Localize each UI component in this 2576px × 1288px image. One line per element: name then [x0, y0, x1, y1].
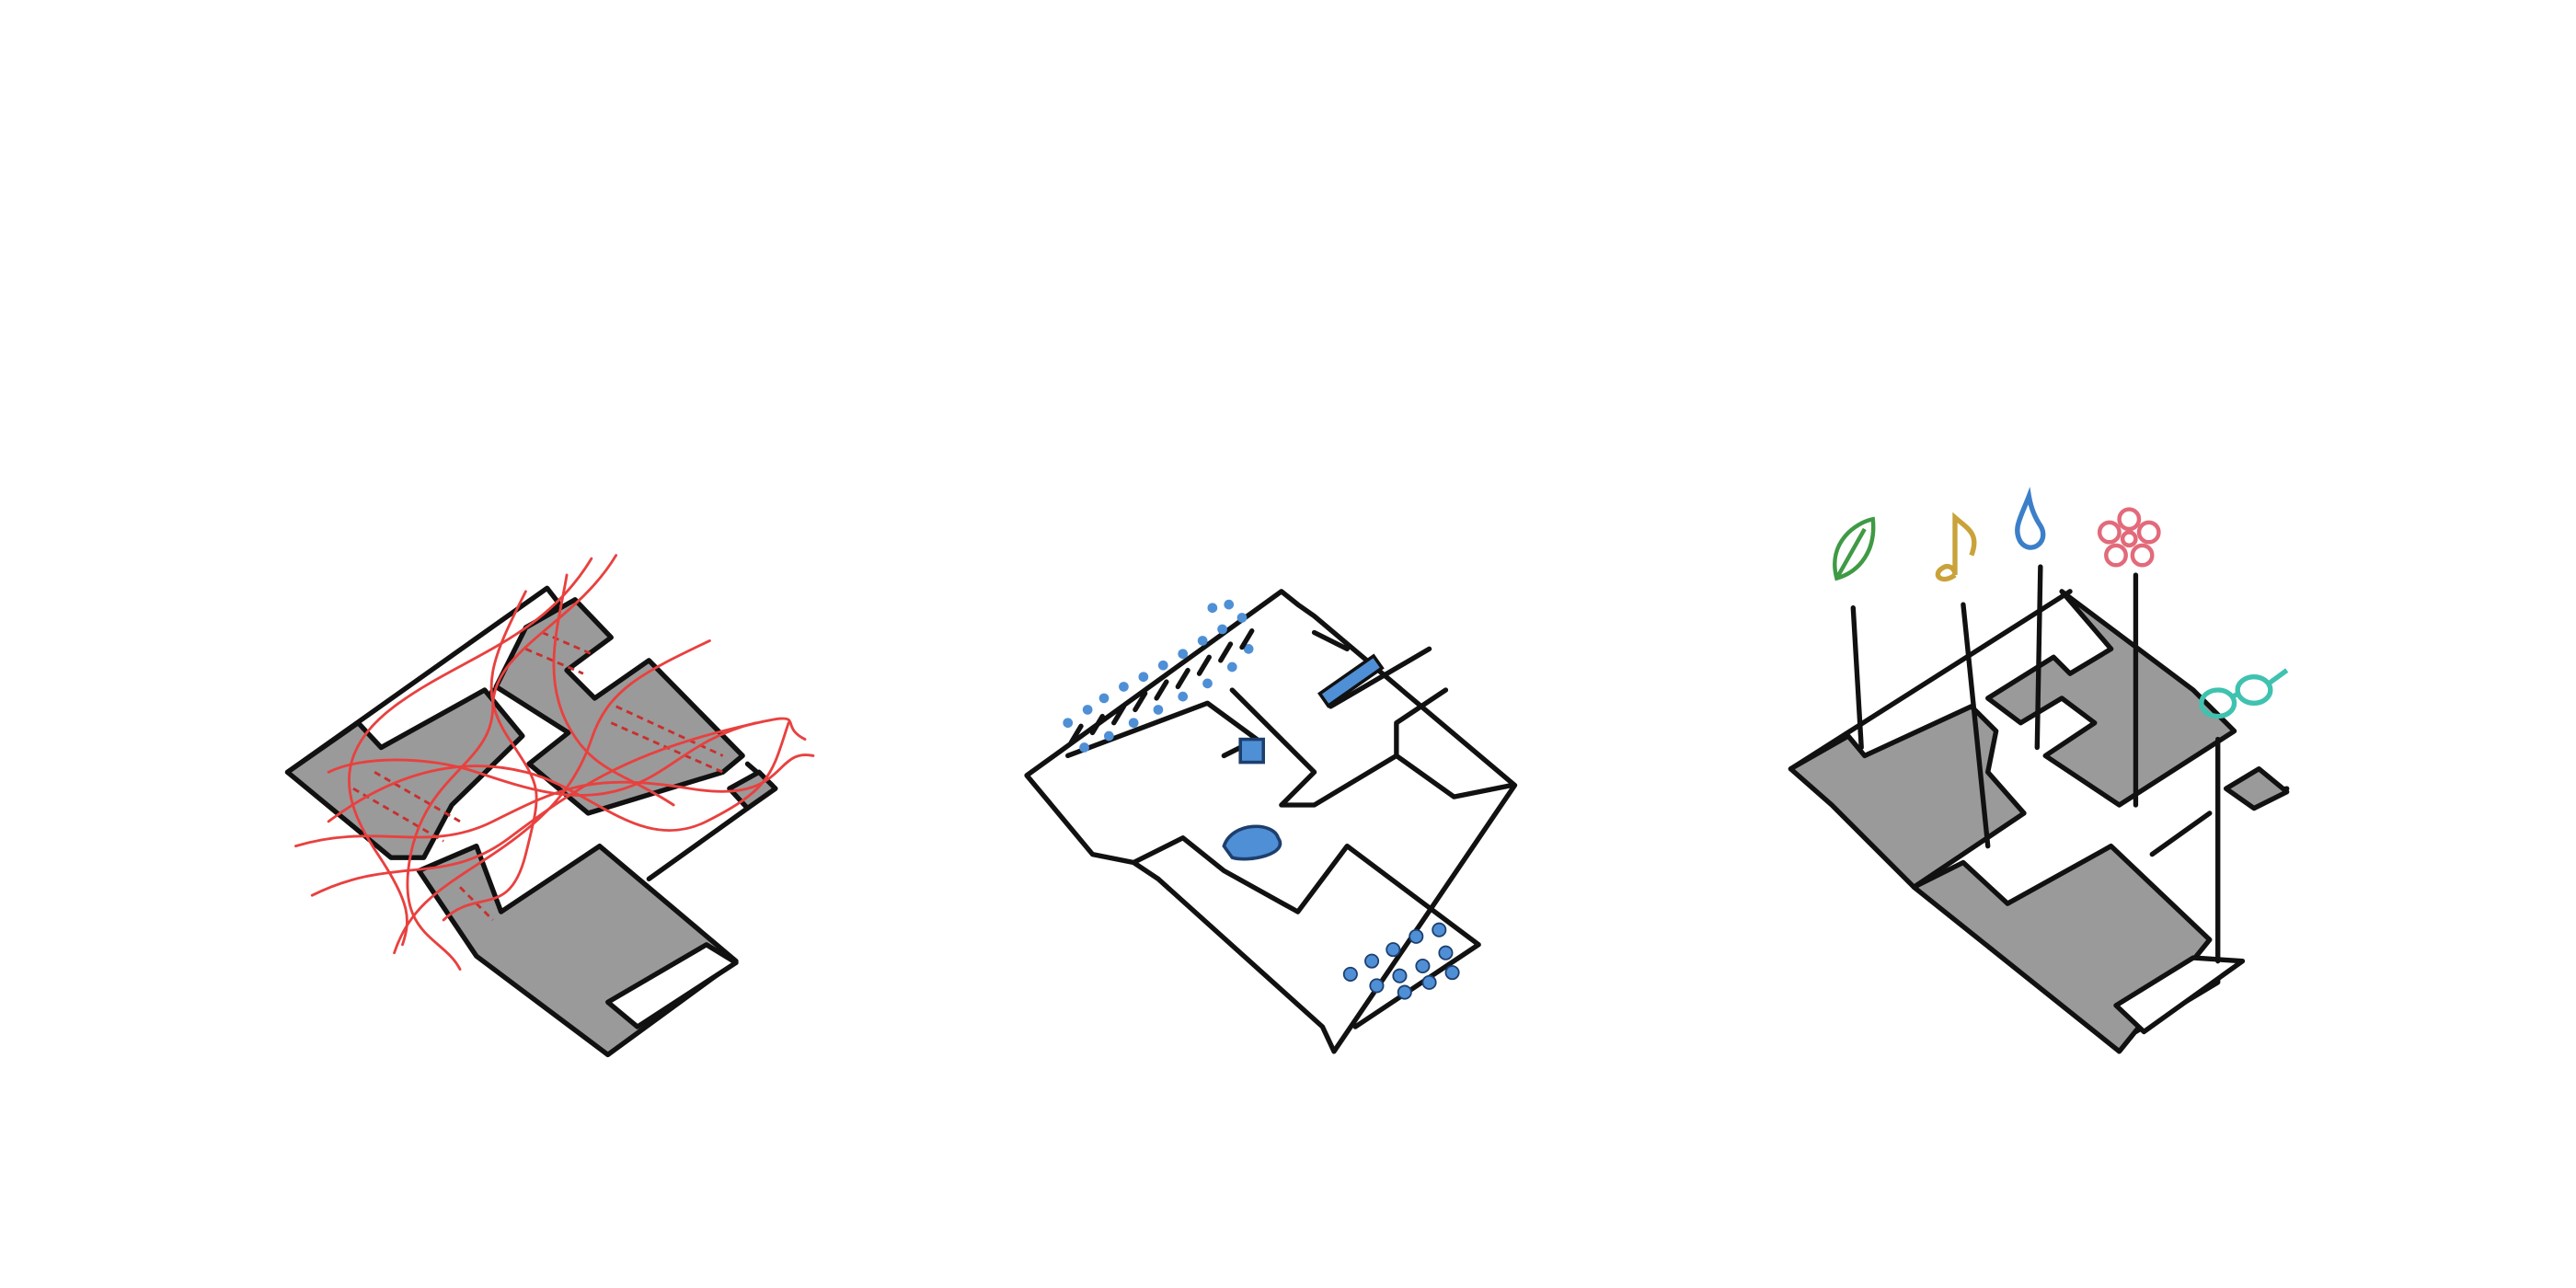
music-note-icon — [1935, 512, 1977, 582]
block-b — [1985, 589, 2237, 808]
site-outline — [1024, 589, 1518, 1054]
diagram-flows — [284, 554, 815, 1058]
cube — [1238, 737, 1265, 765]
sense-stems — [1850, 564, 2221, 964]
block-c — [1911, 843, 2213, 1054]
tree-trunks — [1068, 628, 1255, 745]
glasses-icon — [2199, 668, 2289, 719]
diagram-water — [1024, 589, 1518, 1054]
flow-lines — [294, 554, 815, 971]
site-outline — [1788, 589, 2290, 1035]
block-a — [284, 687, 525, 860]
block-c-void — [2113, 955, 2246, 1035]
pool — [1317, 653, 1385, 708]
flower-icon — [2097, 507, 2161, 568]
block-a — [1788, 704, 2027, 890]
pond — [1222, 824, 1282, 861]
leaf-icon — [1833, 516, 1876, 581]
diagram-senses — [1788, 487, 2290, 1054]
planting-dots — [1342, 922, 1460, 1000]
block-b — [493, 597, 745, 816]
block-c — [416, 843, 739, 1058]
block-end — [2223, 766, 2290, 811]
dashed-link — [352, 631, 724, 922]
block-c-void — [605, 942, 739, 1029]
tree-row — [1063, 599, 1254, 753]
water-drop-icon — [2015, 487, 2046, 550]
